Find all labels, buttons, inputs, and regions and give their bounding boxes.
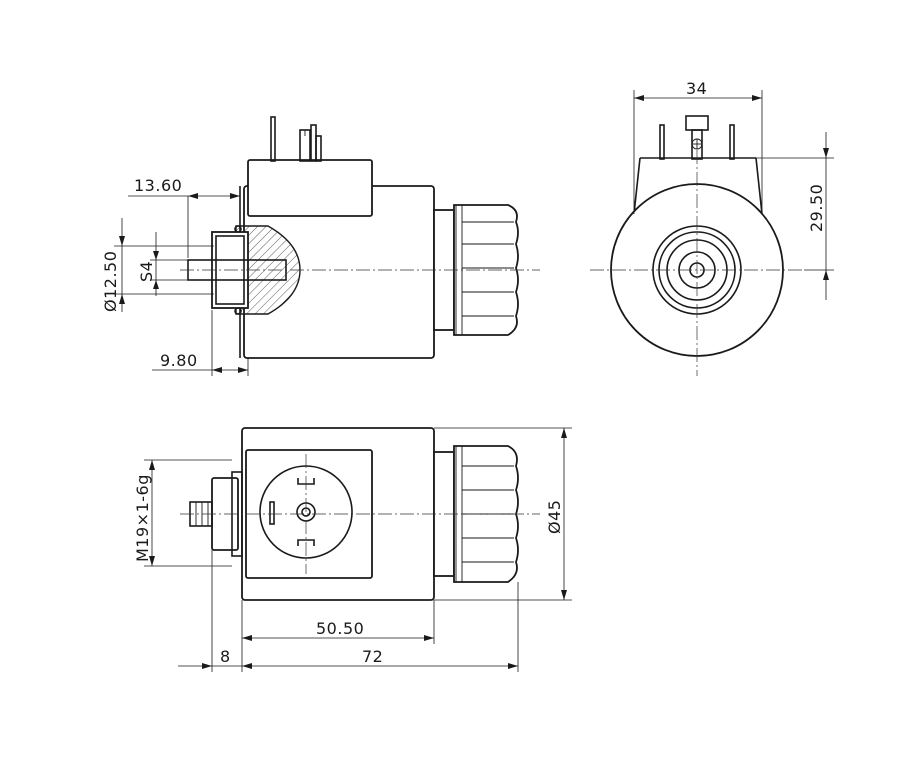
dim-s4: S4 (137, 261, 156, 282)
dim-phi-12-50: Ø12.50 (101, 251, 120, 312)
dim-9-80: 9.80 (160, 351, 198, 370)
dim-8: 8 (220, 647, 231, 666)
dim-50-50: 50.50 (316, 619, 364, 638)
dim-phi-45: Ø45 (545, 500, 564, 534)
dim-thread: M19×1-6g (133, 474, 152, 562)
terminal-pins (270, 116, 322, 162)
dim-29-50: 29.50 (807, 184, 826, 232)
end-view: 34 29.50 (590, 79, 834, 376)
dim-72: 72 (362, 647, 383, 666)
top-view: M19×1-6g Ø45 50.50 8 72 (133, 427, 572, 672)
dim-34: 34 (686, 79, 707, 98)
side-section-view: 13.60 Ø12.50 S4 9.80 (101, 116, 540, 376)
dim-13-60: 13.60 (134, 176, 182, 195)
